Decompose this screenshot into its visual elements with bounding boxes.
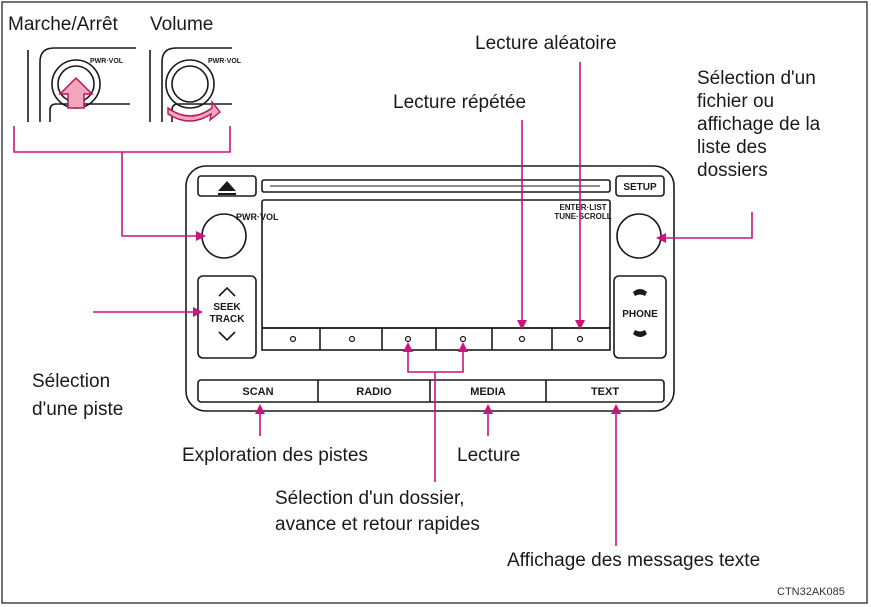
label-select-file-line: fichier ou bbox=[697, 91, 775, 112]
inset-volume-knob: PWR·VOL bbox=[149, 47, 242, 122]
scan-button: SCAN bbox=[242, 386, 273, 398]
label-select-folder-line: Sélection d'un dossier, bbox=[275, 488, 465, 509]
press-arrow-icon bbox=[58, 76, 94, 109]
track-text: TRACK bbox=[210, 314, 246, 325]
inset-pwr-vol-text: PWR·VOL bbox=[90, 58, 124, 65]
enter-list-text: ENTER·LIST bbox=[559, 203, 606, 212]
label-repeat: Lecture répétée bbox=[393, 92, 527, 113]
setup-button: SETUP bbox=[623, 182, 657, 193]
label-select-track-line: Sélection bbox=[32, 371, 111, 392]
leader-lines bbox=[13, 62, 753, 546]
label-select-file-line: dossiers bbox=[697, 160, 768, 181]
figure-code: CTN32AK085 bbox=[777, 586, 845, 598]
label-select-folder-line: avance et retour rapides bbox=[275, 514, 480, 535]
label-play: Lecture bbox=[457, 445, 521, 466]
label-scan-tracks: Exploration des pistes bbox=[182, 445, 368, 466]
phone-icon bbox=[633, 289, 647, 337]
seek-text: SEEK bbox=[213, 302, 241, 313]
label-select-file: Sélection d'un fichier ou affichage de l… bbox=[697, 67, 820, 182]
text-button: TEXT bbox=[591, 386, 619, 398]
label-select-file-line: Sélection d'un bbox=[697, 68, 816, 89]
label-power: Marche/Arrêt bbox=[8, 14, 118, 35]
leader-arrowheads bbox=[193, 231, 666, 414]
radio-button: RADIO bbox=[356, 386, 392, 398]
eject-icon bbox=[218, 181, 236, 191]
label-select-file-line: liste des bbox=[697, 137, 767, 158]
rotate-arrow-icon bbox=[167, 100, 221, 122]
label-select-file-line: affichage de la bbox=[697, 114, 821, 135]
label-select-track: Sélection d'une piste bbox=[32, 368, 123, 424]
pwr-vol-text: PWR·VOL bbox=[236, 212, 279, 222]
media-button: MEDIA bbox=[470, 386, 506, 398]
inset-pwr-vol-text-2: PWR·VOL bbox=[208, 58, 242, 65]
label-select-track-line: d'une piste bbox=[32, 399, 124, 420]
label-select-folder: Sélection d'un dossier, avance et retour… bbox=[275, 486, 480, 538]
label-volume: Volume bbox=[150, 14, 214, 35]
label-text-messages: Affichage des messages texte bbox=[507, 550, 761, 571]
tune-scroll-text: TUNE·SCROLL bbox=[554, 212, 611, 221]
head-unit bbox=[185, 165, 675, 412]
label-random: Lecture aléatoire bbox=[475, 33, 617, 54]
phone-text: PHONE bbox=[622, 309, 658, 320]
